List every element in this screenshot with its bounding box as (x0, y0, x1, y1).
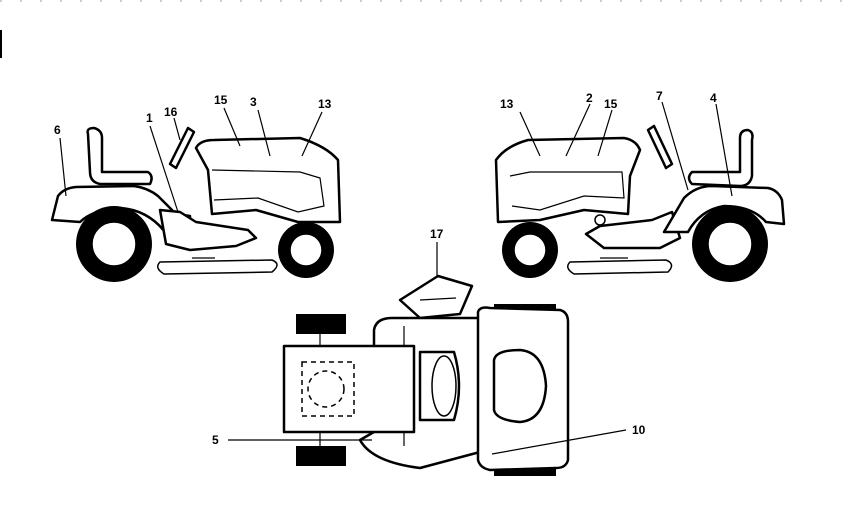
callout-2: 2 (586, 91, 593, 105)
rear-wheel (692, 206, 768, 282)
front-tire-bottom (296, 446, 346, 466)
callout-17: 17 (430, 227, 444, 241)
frame-footrest (158, 208, 258, 252)
callout-13-left: 13 (318, 97, 332, 111)
callout-10: 10 (632, 423, 646, 437)
hood (494, 136, 642, 224)
callout-1: 1 (146, 111, 153, 125)
front-tire-top (296, 314, 346, 334)
header-remnant (0, 0, 848, 58)
callout-6: 6 (54, 123, 61, 137)
top-view: 17 5 10 (212, 227, 646, 476)
front-wheel (278, 222, 334, 278)
right-side-view: 13 2 15 7 4 (494, 89, 786, 282)
left-side-view: 6 1 16 15 3 13 (50, 93, 342, 282)
steering-wheel (646, 124, 674, 170)
rear-fender (662, 184, 786, 234)
callout-5: 5 (212, 433, 219, 447)
callout-15-left: 15 (214, 93, 228, 107)
callout-16: 16 (164, 105, 178, 119)
callout-13-right: 13 (500, 97, 514, 111)
rear-tire-bottom (494, 466, 556, 476)
mower-deck (157, 259, 278, 275)
hood (282, 344, 416, 434)
callout-15-right: 15 (604, 97, 618, 111)
discharge-chute (398, 274, 474, 320)
seat (492, 348, 548, 424)
engine-flywheel (307, 370, 345, 408)
callout-4: 4 (710, 91, 717, 105)
engine-outline (301, 361, 355, 417)
steering-wheel (168, 126, 196, 170)
front-wheel (502, 222, 558, 278)
mower-deck (567, 259, 673, 275)
seat (687, 128, 754, 188)
callout-3: 3 (250, 95, 257, 109)
seat (86, 126, 153, 186)
rear-wheel (76, 206, 152, 282)
callout-7: 7 (656, 89, 663, 103)
